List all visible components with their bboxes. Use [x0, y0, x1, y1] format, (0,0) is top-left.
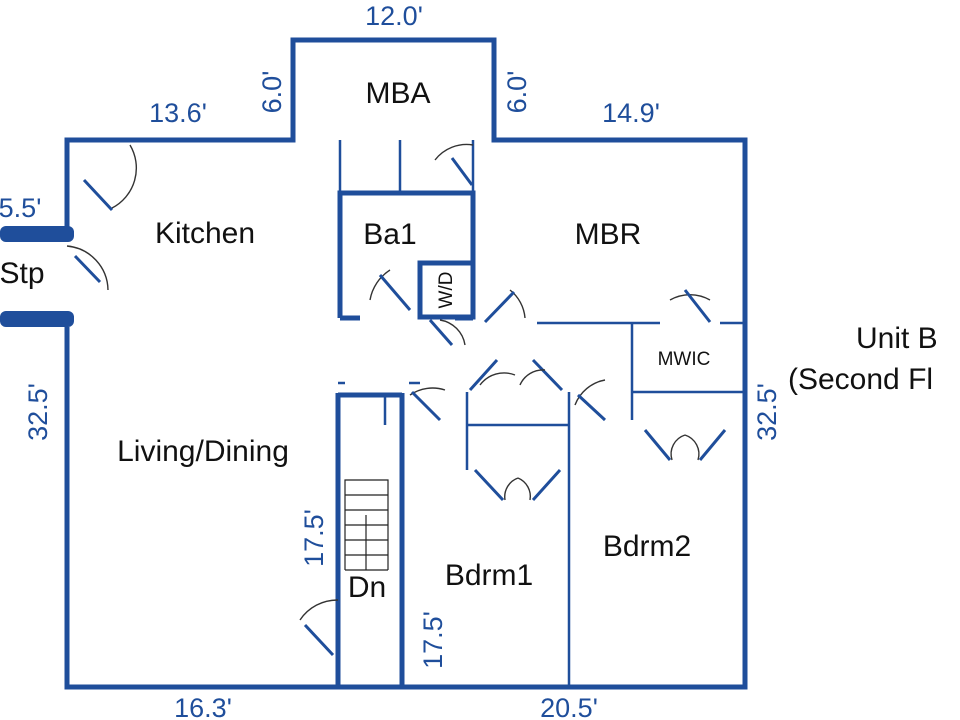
dimension-stair-height: 17.5' [299, 509, 329, 567]
stoop [0, 226, 109, 327]
room-label-mbr: MBR [575, 218, 642, 251]
dimension-mba-right: 6.0' [502, 71, 532, 114]
room-labels: MBA Kitchen Ba1 W/D MBR Stp MWIC Living/… [0, 77, 710, 604]
dimension-bottom-left: 16.3' [174, 693, 232, 720]
room-label-wd: W/D [436, 272, 457, 309]
room-label-mba: MBA [365, 77, 430, 110]
dimension-bdrm1-height: 17.5' [418, 611, 448, 669]
unit-label-line1: Unit B [856, 322, 938, 355]
dimension-labels: 12.0' 6.0' 6.0' 13.6' 14.9' 5.5' 32.5' 3… [0, 1, 782, 720]
dimension-right-side: 32.5' [752, 383, 782, 441]
dimension-kitchen-top: 13.6' [149, 98, 207, 128]
unit-label: Unit B (Second Fl [788, 322, 938, 396]
room-label-bdrm2: Bdrm2 [603, 530, 691, 563]
outer-walls [64, 37, 748, 690]
room-label-ba1: Ba1 [363, 218, 416, 251]
dimension-mba-top: 12.0' [365, 1, 423, 31]
dimension-bottom-right: 20.5' [540, 693, 598, 720]
stair-treads [344, 479, 389, 571]
room-label-mwic: MWIC [658, 349, 711, 370]
doors [82, 143, 727, 657]
room-label-stp: Stp [0, 257, 45, 290]
room-label-bdrm1: Bdrm1 [445, 559, 533, 592]
dimension-left-side: 32.5' [23, 383, 53, 441]
room-label-dn: Dn [348, 571, 386, 604]
dimension-mba-left: 6.0' [257, 71, 287, 114]
unit-label-line2: (Second Fl [788, 363, 933, 396]
dimension-mbr-top: 14.9' [602, 98, 660, 128]
room-label-living: Living/Dining [117, 435, 289, 468]
room-label-kitchen: Kitchen [155, 217, 255, 250]
dimension-stoop: 5.5' [0, 193, 41, 223]
